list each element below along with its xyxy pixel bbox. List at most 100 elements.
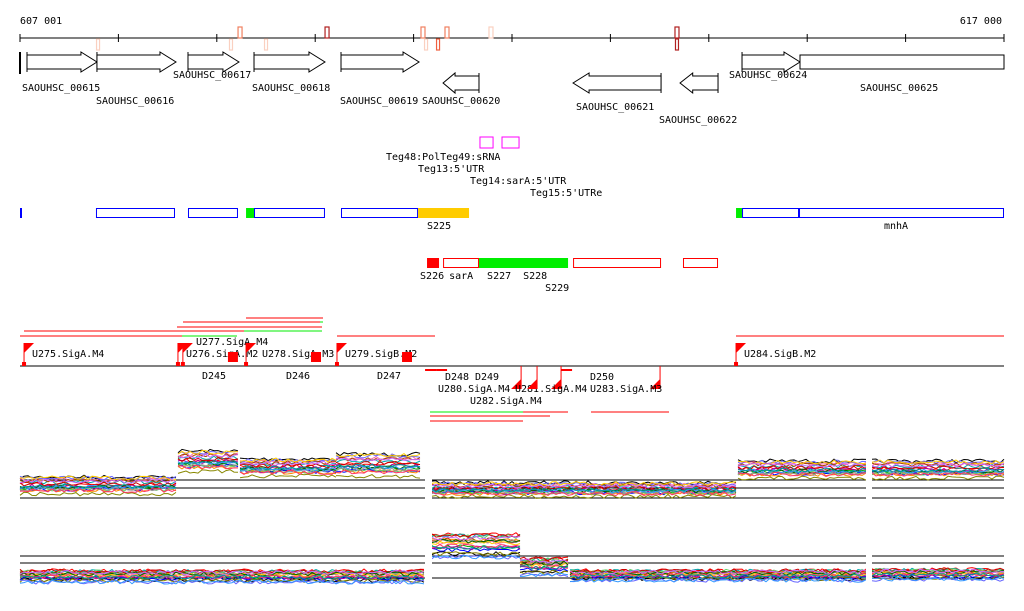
promoter-flag-icon (24, 343, 35, 353)
coverage-marks (95, 26, 680, 51)
terminator-marker (561, 369, 573, 371)
feature-box (443, 258, 479, 268)
data-gap (866, 438, 872, 514)
gene-arrow-saouhsc_00617 (187, 51, 240, 73)
promoter-flag-icon (527, 379, 538, 389)
promoter-marker (175, 362, 180, 366)
promoter-marker (334, 362, 339, 366)
feature-block (478, 258, 569, 268)
promoter-flag-icon (511, 379, 522, 389)
data-gap (866, 518, 872, 594)
terminator-label: D249 (475, 372, 499, 383)
srna-label-2: Teg13:5'UTR (418, 164, 485, 175)
promoter-flag-icon (336, 343, 347, 353)
terminator-label: D245 (202, 371, 226, 382)
coverage-mark (674, 26, 680, 39)
gene-arrow-saouhsc_00622 (679, 71, 719, 95)
feature-label: S226 (420, 271, 444, 282)
expression-profile-line (19, 460, 1005, 493)
terminator-marker (436, 369, 448, 371)
expression-profile-line (19, 533, 1005, 574)
feature-block (246, 208, 255, 218)
promoter-marker (734, 362, 739, 366)
gene-arrow-saouhsc_00624 (741, 51, 801, 73)
feature-box (187, 208, 238, 218)
gene-label: SAOUHSC_00620 (422, 96, 500, 107)
data-gap (425, 438, 432, 514)
promoter-label: U281.SigA.M4 (515, 384, 587, 395)
gene-arrow-saouhsc_00616 (96, 51, 177, 73)
ruler-end-label: 617 000 (960, 16, 1002, 27)
gene-arrow-saouhsc_00620 (442, 71, 480, 95)
coverage-mark (435, 38, 441, 51)
coverage-mark (95, 38, 101, 51)
terminator-label: D250 (590, 372, 614, 383)
expression-profile-line (19, 554, 1005, 585)
promoter-label: U278.SigA.M3 (262, 349, 334, 360)
gene-label: SAOUHSC_00618 (252, 83, 330, 94)
gene-track: SAOUHSC_00615SAOUHSC_00616SAOUHSC_00617S… (19, 51, 1005, 126)
promoter-marker (180, 362, 185, 366)
promoter-label: U280.SigA.M4 (438, 384, 510, 395)
expression-profile-line (19, 551, 1005, 583)
promoter-marker (22, 362, 27, 366)
promoter-label: U283.SigA.M3 (590, 384, 662, 395)
terminator-label: D248 (445, 372, 469, 383)
srna-box (479, 136, 494, 149)
gene-label: SAOUHSC_00619 (340, 96, 418, 107)
data-gap (425, 518, 432, 594)
expression-profile-line (19, 538, 1005, 577)
coverage-mark (263, 38, 269, 51)
gene-label: SAOUHSC_00616 (96, 96, 174, 107)
expression-profile-line (19, 456, 1005, 491)
gene-arrow-saouhsc_00619 (340, 51, 420, 73)
srna-label-1: Teg48:PolTeg49:sRNA (386, 152, 500, 163)
promoter-flag-icon (650, 379, 661, 389)
feature-box (341, 208, 419, 218)
feature-label: S225 (427, 221, 451, 232)
terminator-label: D246 (286, 371, 310, 382)
coverage-mark (420, 26, 426, 39)
promoter-flag-icon (182, 343, 193, 353)
feature-block (736, 208, 743, 218)
expression-profile-line (19, 535, 1005, 575)
expression-profile-line (19, 453, 1005, 489)
terminator-marker (425, 369, 437, 371)
ruler-start-label: 607 001 (20, 16, 62, 27)
expression-profile-line (19, 545, 1005, 580)
promoter-label: U284.SigB.M2 (744, 349, 816, 360)
feature-box (254, 208, 325, 218)
promoter-flag-icon (246, 343, 257, 353)
transcript-lines (20, 317, 1004, 422)
coverage-mark (444, 26, 450, 39)
feature-box (682, 258, 719, 268)
coverage-mark (324, 26, 330, 39)
srna-box (501, 136, 520, 149)
feature-label: S228 (523, 271, 547, 282)
feature-box (573, 258, 662, 268)
gene-arrow-saouhsc_00621 (572, 72, 662, 94)
promoter-label: U279.SigB.M2 (345, 349, 417, 360)
ruler: 607 001 617 000 (19, 16, 1005, 42)
terminator-label: D247 (377, 371, 401, 382)
feature-box (742, 208, 800, 218)
terminator-marker (227, 352, 238, 362)
gene-arrow-saouhsc_00618 (253, 51, 326, 73)
promoter-label: U277.SigA.M4 (196, 337, 268, 348)
srna-label-4: Teg15:5'UTRe (530, 188, 602, 199)
gene-label: SAOUHSC_00625 (860, 83, 938, 94)
feature-block (418, 208, 470, 218)
gene-label: SAOUHSC_00617 (173, 70, 251, 81)
srna-label-3: Teg14:sarA:5'UTR (470, 176, 567, 187)
gene-arrow-saouhsc_00615 (26, 51, 98, 73)
coverage-mark (423, 38, 429, 51)
terminator-marker (402, 352, 413, 362)
feature-block (427, 258, 440, 268)
expression-profile-line (19, 464, 1005, 497)
gene-label: SAOUHSC_00615 (22, 83, 100, 94)
expression-profile-line (19, 469, 1005, 499)
gene-label: SAOUHSC_00621 (576, 102, 654, 113)
